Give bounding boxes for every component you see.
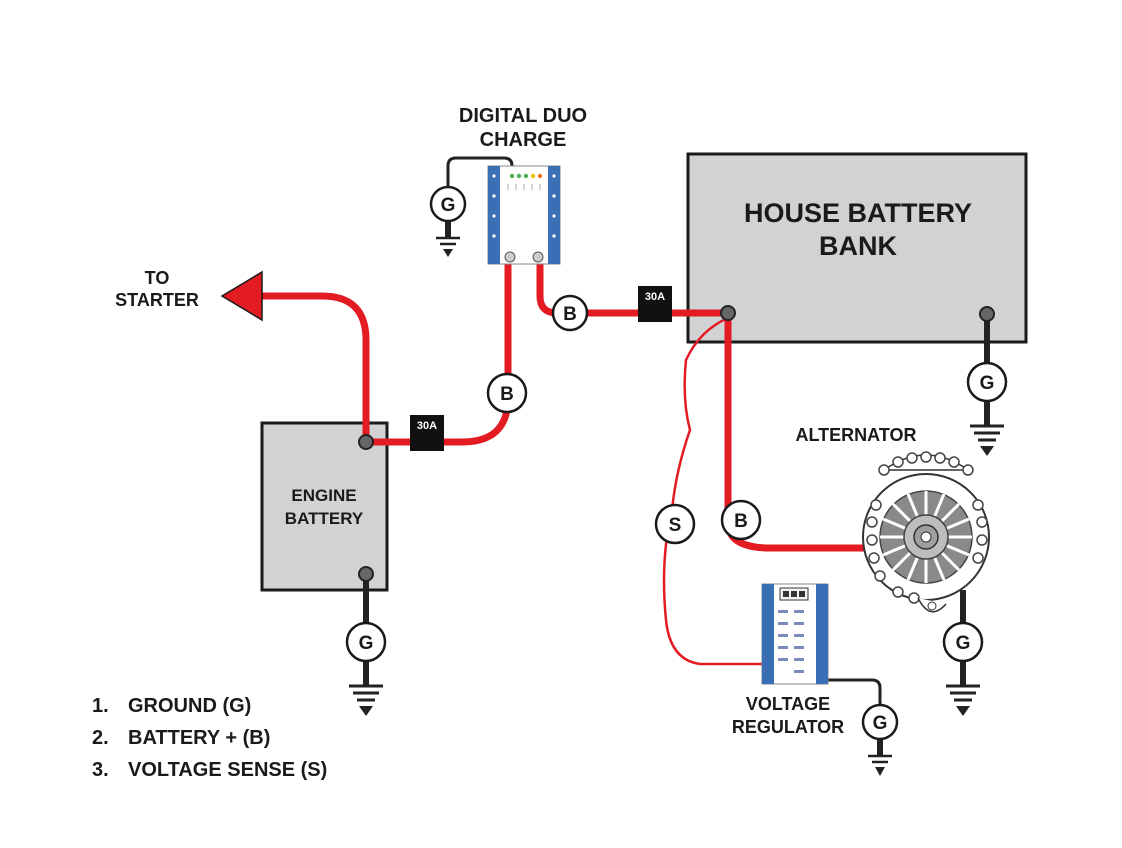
charger-label-line1: DIGITAL DUO — [459, 105, 587, 127]
engine-battery-label-line1: ENGINE — [291, 486, 356, 505]
to-starter-arrow — [220, 270, 263, 322]
regulator-ground-lead — [826, 678, 882, 706]
house-battery-bank — [686, 152, 1028, 344]
svg-text:G: G — [359, 633, 374, 654]
legend-num: 3. — [92, 759, 109, 781]
node-b-alternator: B — [720, 499, 762, 541]
svg-text:G: G — [873, 713, 888, 734]
svg-text:G: G — [956, 633, 971, 654]
sense-wire — [662, 316, 786, 666]
node-g-regulator: G — [861, 703, 899, 741]
ground-symbol-house — [970, 424, 1004, 456]
svg-text:G: G — [980, 373, 995, 394]
legend-text: BATTERY + (B) — [128, 727, 271, 749]
digital-duo-charge-device — [487, 165, 561, 265]
terminal-posts — [358, 305, 995, 582]
voltage-regulator-device — [761, 583, 829, 685]
house-bank-label-line1: HOUSE BATTERY — [744, 198, 972, 228]
engine-battery-label-line2: BATTERY — [285, 509, 364, 528]
fuse-engine-label: 30A — [417, 420, 437, 432]
svg-text:B: B — [500, 384, 514, 405]
legend-num: 1. — [92, 695, 109, 717]
node-b-charger-output: B — [551, 294, 589, 332]
node-g-engine: G — [345, 621, 387, 663]
ground-symbol-charger — [436, 236, 460, 257]
fuse-house: 30A — [638, 286, 672, 322]
charger-label-line2: CHARGE — [480, 129, 567, 151]
engine-battery — [260, 421, 389, 592]
fuse-house-label: 30A — [645, 291, 665, 303]
fuse-engine: 30A — [410, 415, 444, 451]
ground-symbol-alternator — [946, 684, 980, 716]
svg-text:B: B — [734, 511, 748, 532]
legend-item: 3. VOLTAGE SENSE (S) — [92, 754, 327, 786]
legend: 1. GROUND (G) 2. BATTERY + (B) 3. VOLTAGE S… — [92, 690, 327, 786]
legend-item: 2. BATTERY + (B) — [92, 722, 327, 754]
to-starter-label-line1: TO — [145, 268, 170, 288]
regulator-label-line1: VOLTAGE — [746, 694, 830, 714]
node-s-sense: S — [654, 503, 696, 545]
node-g-house: G — [966, 361, 1008, 403]
regulator-label-line2: REGULATOR — [732, 717, 844, 737]
node-g-alternator: G — [942, 621, 984, 663]
svg-text:S: S — [669, 515, 682, 536]
node-g-charger: G — [429, 185, 467, 223]
alternator-device — [862, 451, 990, 613]
charger-ground-lead — [446, 156, 514, 186]
legend-num: 2. — [92, 727, 109, 749]
svg-text:G: G — [441, 195, 456, 216]
node-b-engine-feed: B — [486, 372, 528, 414]
to-starter-label-line2: STARTER — [115, 290, 199, 310]
ground-symbol-regulator — [868, 754, 892, 776]
legend-item: 1. GROUND (G) — [92, 690, 327, 722]
legend-text: GROUND (G) — [128, 695, 252, 717]
ground-symbol-engine — [349, 684, 383, 716]
ground-wires — [363, 221, 990, 756]
house-bank-label-line2: BANK — [819, 231, 897, 261]
svg-text:B: B — [563, 304, 577, 325]
alternator-label: ALTERNATOR — [796, 425, 917, 445]
legend-text: VOLTAGE SENSE (S) — [128, 759, 328, 781]
